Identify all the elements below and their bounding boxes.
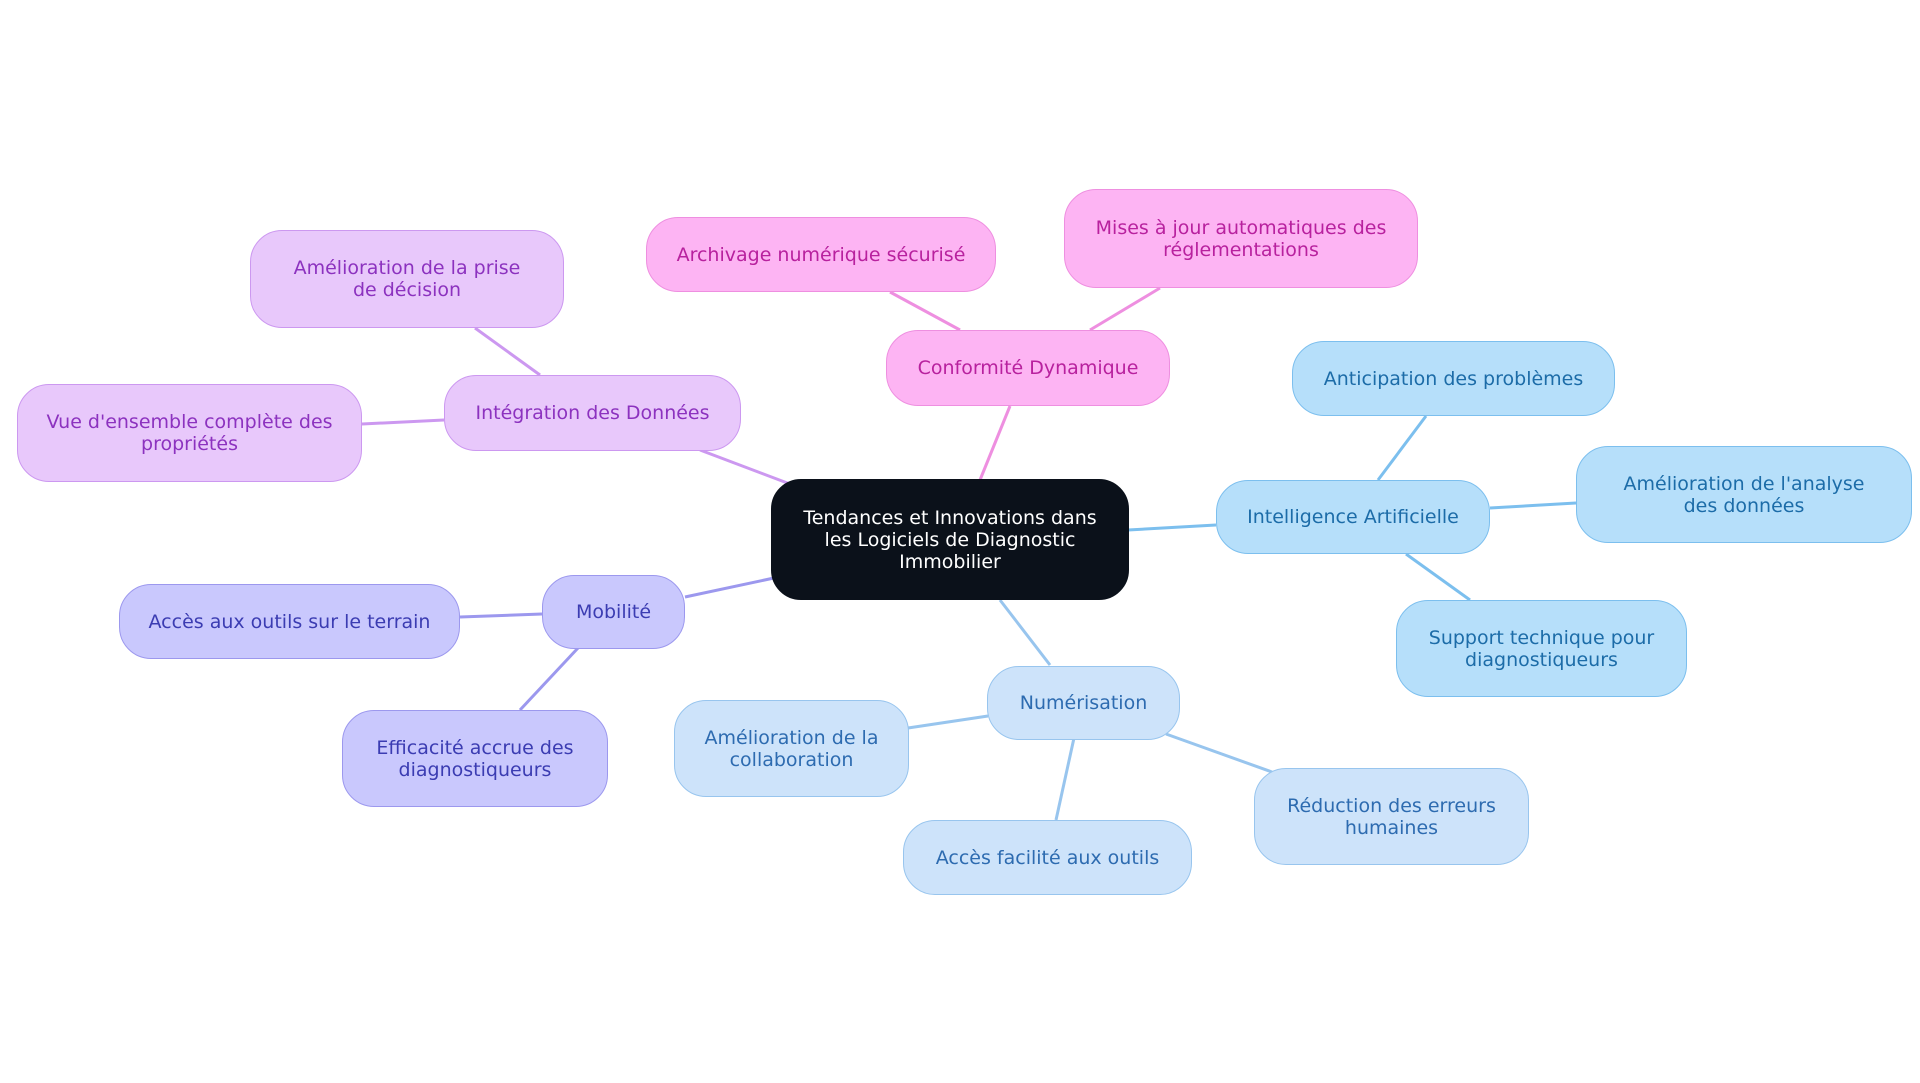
edge-ia-anticipation — [1376, 415, 1428, 481]
edge-central-mobilite — [684, 576, 775, 599]
leaf-support-technique-label: Support technique pour diagnostiqueurs — [1428, 626, 1655, 671]
edge-conformite-archivage — [889, 290, 961, 332]
branch-mobilite-label: Mobilité — [575, 601, 652, 623]
branch-mobilite[interactable]: Mobilité — [542, 575, 685, 649]
leaf-vue-ensemble[interactable]: Vue d'ensemble complète des propriétés — [17, 384, 362, 482]
branch-numerisation[interactable]: Numérisation — [987, 666, 1180, 740]
leaf-acces-terrain[interactable]: Accès aux outils sur le terrain — [119, 584, 460, 659]
branch-ia-label: Intelligence Artificielle — [1247, 506, 1459, 528]
leaf-prise-decision[interactable]: Amélioration de la prise de décision — [250, 230, 564, 328]
branch-integration[interactable]: Intégration des Données — [444, 375, 741, 451]
edge-mobilite-efficacite — [518, 646, 580, 712]
leaf-efficacite-label: Efficacité accrue des diagnostiqueurs — [376, 736, 574, 781]
edge-numerisation-outils — [1054, 737, 1076, 821]
central-node-label: Tendances et Innovations dans les Logici… — [803, 506, 1097, 573]
leaf-anticipation-label: Anticipation des problèmes — [1323, 367, 1584, 390]
edge-ia-support — [1405, 552, 1471, 602]
leaf-archivage-label: Archivage numérique sécurisé — [676, 243, 966, 266]
leaf-collaboration[interactable]: Amélioration de la collaboration — [674, 700, 909, 797]
edge-central-ia — [1127, 523, 1217, 532]
leaf-acces-outils-label: Accès facilité aux outils — [935, 846, 1160, 869]
leaf-reduction-erreurs-label: Réduction des erreurs humaines — [1287, 794, 1496, 839]
leaf-efficacite[interactable]: Efficacité accrue des diagnostiqueurs — [342, 710, 608, 807]
edge-numerisation-erreurs — [1165, 732, 1273, 774]
leaf-collaboration-label: Amélioration de la collaboration — [704, 726, 879, 771]
leaf-support-technique[interactable]: Support technique pour diagnostiqueurs — [1396, 600, 1687, 697]
leaf-analyse-donnees[interactable]: Amélioration de l'analyse des données — [1576, 446, 1912, 543]
leaf-analyse-donnees-label: Amélioration de l'analyse des données — [1623, 472, 1865, 517]
branch-conformite-label: Conformité Dynamique — [917, 357, 1139, 379]
branch-integration-label: Intégration des Données — [475, 402, 710, 424]
leaf-prise-decision-label: Amélioration de la prise de décision — [293, 257, 521, 301]
edge-central-conformite — [978, 405, 1012, 481]
leaf-vue-ensemble-label: Vue d'ensemble complète des propriétés — [46, 411, 333, 455]
edge-numerisation-collaboration — [907, 714, 989, 730]
central-node[interactable]: Tendances et Innovations dans les Logici… — [771, 479, 1129, 600]
leaf-reduction-erreurs[interactable]: Réduction des erreurs humaines — [1254, 768, 1529, 865]
edge-integration-decision — [474, 326, 541, 377]
leaf-archivage[interactable]: Archivage numérique sécurisé — [646, 217, 996, 292]
leaf-mises-a-jour-label: Mises à jour automatiques des réglementa… — [1095, 216, 1387, 261]
leaf-acces-terrain-label: Accès aux outils sur le terrain — [148, 610, 431, 633]
edge-ia-analyse — [1489, 501, 1577, 510]
edge-integration-vue — [361, 418, 445, 426]
branch-conformite[interactable]: Conformité Dynamique — [886, 330, 1170, 406]
edge-mobilite-terrain — [459, 612, 543, 619]
edge-conformite-mises — [1089, 286, 1161, 332]
edge-central-integration — [699, 448, 791, 486]
branch-numerisation-label: Numérisation — [1019, 692, 1148, 714]
leaf-acces-outils[interactable]: Accès facilité aux outils — [903, 820, 1192, 895]
leaf-mises-a-jour[interactable]: Mises à jour automatiques des réglementa… — [1064, 189, 1418, 288]
edge-central-numerisation — [998, 599, 1052, 666]
leaf-anticipation[interactable]: Anticipation des problèmes — [1292, 341, 1615, 416]
branch-ia[interactable]: Intelligence Artificielle — [1216, 480, 1490, 554]
